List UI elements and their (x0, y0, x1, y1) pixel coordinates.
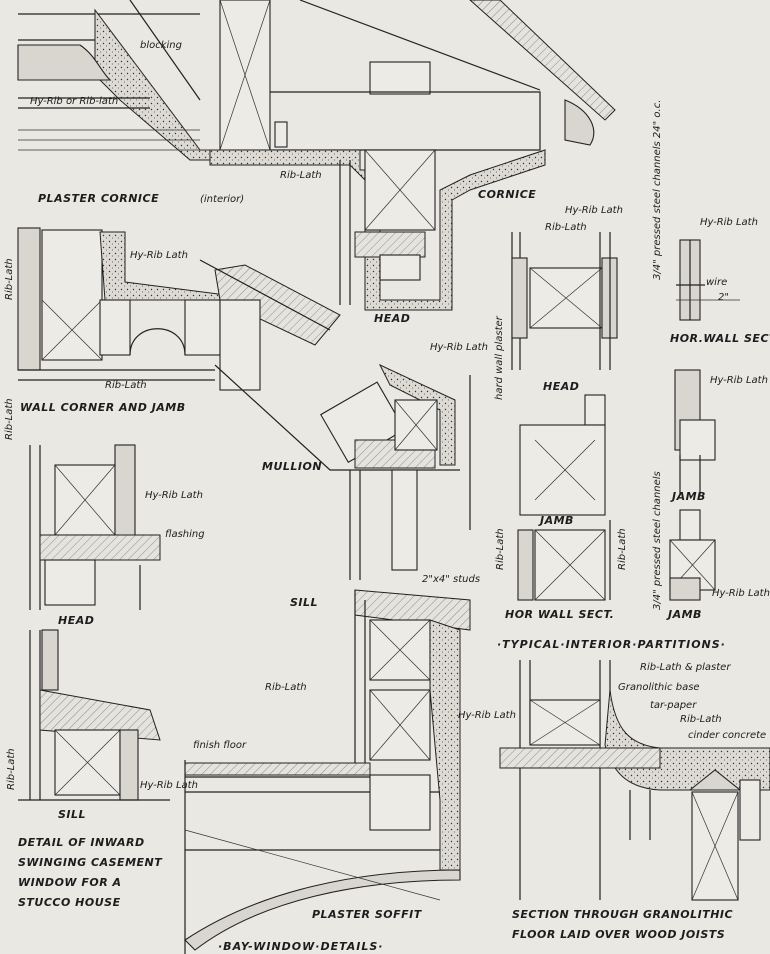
label-riblath-casement-sill: Rib-Lath (6, 748, 17, 790)
label-cinder-concrete: cinder concrete (688, 730, 766, 741)
label-riblath-left-lower: Rib-Lath (4, 398, 15, 440)
title-hor-wall-sect-right: HOR.WALL SECT. (670, 332, 770, 345)
label-granolithic-base: Granolithic base (618, 682, 700, 693)
granolithic-floor-detail (499, 660, 770, 901)
bay-sill-soffit-detail (184, 589, 471, 954)
title-plaster-soffit: PLASTER SOFFIT (312, 908, 423, 921)
label-riblath-sill: Rib-Lath (265, 682, 307, 693)
label-riblath-plaster: Rib-Lath & plaster (640, 662, 731, 673)
title-typical-partitions: ·TYPICAL·INTERIOR·PARTITIONS· (497, 638, 726, 651)
title-bay-window-details: ·BAY-WINDOW·DETAILS· (218, 940, 383, 953)
title-cornice: CORNICE (478, 188, 536, 201)
title-mullion: MULLION (262, 460, 322, 473)
casement-sill-detail (18, 629, 170, 801)
title-hor-wall-sect-left: HOR WALL SECT. (505, 608, 614, 621)
title-jamb-right-1: JAMB (670, 490, 706, 503)
title-head-casement: HEAD (58, 614, 94, 627)
label-flashing: flashing (165, 529, 205, 540)
caption-line-1: DETAIL OF INWARD (18, 836, 145, 849)
label-steel-channels-mid: 3/4" pressed steel channels (652, 471, 663, 610)
label-tar-paper: tar-paper (650, 700, 697, 711)
plaster-cornice-detail (17, 0, 211, 161)
mullion-detail (320, 363, 471, 580)
label-hyrib-lath-top: Hy-Rib Lath (565, 205, 623, 216)
label-hyrib-lath-hor: Hy-Rib Lath (700, 217, 758, 228)
label-hyrib-lath-jamb2: Hy-Rib Lath (712, 588, 770, 599)
label-steel-channels-top: 3/4" pressed steel channels 24" o.c. (652, 100, 663, 280)
label-hyrib-lath-sill: Hy-Rib Lath (458, 710, 516, 721)
label-riblath-left-vertical: Rib-Lath (4, 258, 15, 300)
caption-line-2: SWINGING CASEMENT (18, 856, 163, 869)
label-hyrib-lath-wall: Hy-Rib Lath (130, 250, 188, 261)
label-studs: 2"x4" studs (422, 574, 480, 585)
cornice-detail (209, 0, 616, 311)
label-dim-2: 2" (718, 292, 729, 303)
hor-wall-sect-right-detail (676, 239, 740, 321)
title-plaster-cornice: PLASTER CORNICE (38, 192, 159, 205)
label-hyrib-lath-jamb1: Hy-Rib Lath (710, 375, 768, 386)
label-wire: wire (706, 277, 727, 288)
label-hyrib-lath-casement: Hy-Rib Lath (145, 490, 203, 501)
granolithic-caption: SECTION THROUGH GRANOLITHIC FLOOR LAID O… (512, 908, 733, 941)
title-wall-corner-jamb: WALL CORNER AND JAMB (20, 401, 186, 414)
label-riblath-top: Rib-Lath (545, 222, 587, 233)
label-riblath-corner: Rib-Lath (105, 380, 147, 391)
partition-head-detail (511, 232, 618, 370)
label-riblath-partition-right: Rib-Lath (617, 528, 628, 570)
partition-jamb-detail (517, 394, 611, 601)
label-hyrib-lath-casement-sill: Hy-Rib Lath (140, 780, 198, 791)
label-finish-floor: finish floor (193, 740, 247, 751)
label-riblath-cornice: Rib-Lath (280, 170, 322, 181)
granolithic-caption-line-1: SECTION THROUGH GRANOLITHIC (512, 908, 733, 921)
caption-line-4: STUCCO HOUSE (18, 896, 121, 909)
title-head-bay: HEAD (374, 312, 410, 325)
label-hyrib-or-riblath: Hy-Rib or Rib-lath (30, 96, 118, 107)
casement-head-detail (29, 444, 161, 610)
label-hyrib-lath-mullion: Hy-Rib Lath (430, 342, 488, 353)
granolithic-caption-line-2: FLOOR LAID OVER WOOD JOISTS (512, 928, 725, 941)
title-sill-bay: SILL (290, 596, 318, 609)
title-jamb-right-2: JAMB (666, 608, 702, 621)
jamb-right-1-detail (674, 369, 716, 495)
title-head-partition: HEAD (543, 380, 579, 393)
wall-corner-jamb-detail (17, 227, 460, 471)
label-blocking: blocking (140, 40, 182, 51)
title-sill-casement: SILL (58, 808, 86, 821)
title-jamb-partition: JAMB (538, 514, 574, 527)
casement-caption: DETAIL OF INWARD SWINGING CASEMENT WINDO… (18, 836, 163, 909)
label-hard-wall-plaster: hard wall plaster (494, 315, 505, 400)
jamb-right-2-detail (669, 509, 716, 601)
label-riblath-floor: Rib-Lath (680, 714, 722, 725)
title-plaster-cornice-note: (interior) (200, 194, 244, 205)
label-riblath-partition-left: Rib-Lath (495, 528, 506, 570)
caption-line-3: WINDOW FOR A (18, 876, 122, 889)
